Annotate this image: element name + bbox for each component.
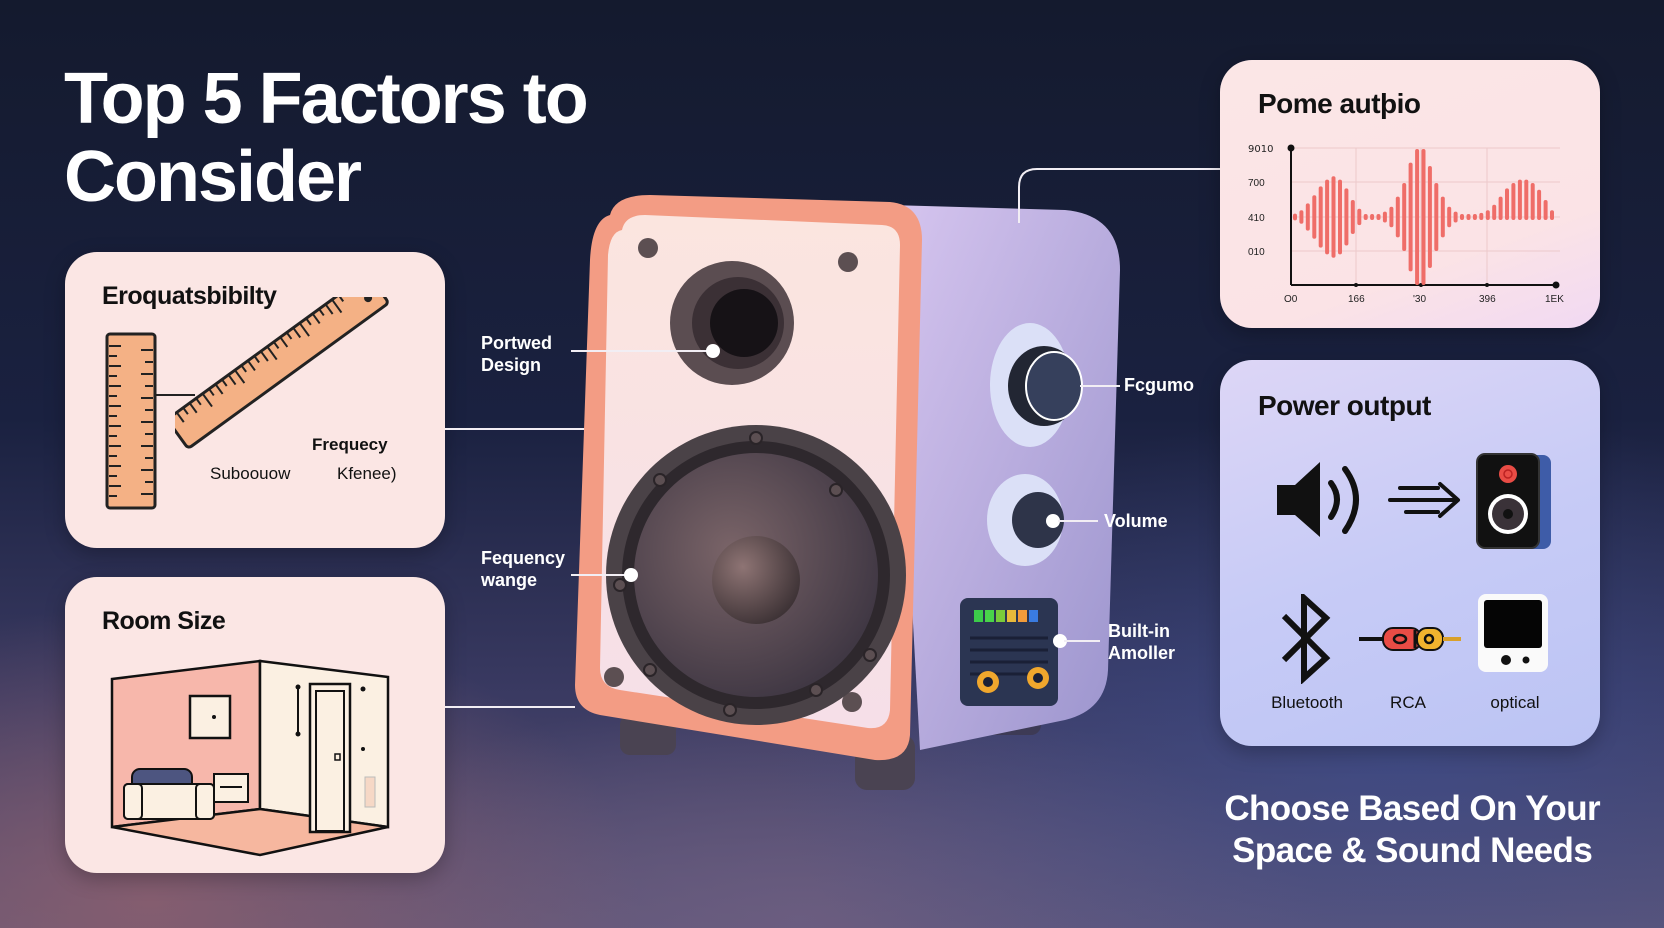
volume-callout: Volume xyxy=(1104,511,1168,531)
ported-design-line xyxy=(571,350,711,352)
knob-line xyxy=(1080,385,1120,387)
x-tick-3: 396 xyxy=(1479,294,1496,305)
y-tick-0: 9010 xyxy=(1248,144,1273,155)
rca-cable-icon xyxy=(1359,627,1461,651)
frequency-chart-panel: Pome autþio 9010 700 410 010 O0 166 '30 … xyxy=(1220,60,1600,328)
bluetooth-label: Bluetooth xyxy=(1271,693,1343,712)
knob-callout: Fcgumo xyxy=(1124,375,1194,395)
picture-frame-icon xyxy=(188,694,232,740)
amp-callout: Built-in Amoller xyxy=(1108,621,1176,663)
speaker-device-icon xyxy=(1476,453,1551,549)
compatibility-panel: Eroquatsbibilty xyxy=(65,252,445,548)
power-output-title: Power output xyxy=(1258,390,1431,421)
speaker-illustration xyxy=(575,195,1120,790)
compatibility-connector-line xyxy=(445,428,665,430)
waveform-chart: 9010 700 410 010 O0 166 '30 396 1EK xyxy=(1248,144,1564,305)
speaker-volume-icon xyxy=(1277,462,1359,537)
frequency-range-label: Kfenee) xyxy=(337,464,397,483)
y-tick-2: 410 xyxy=(1248,213,1265,224)
title-line-1: Top 5 Factors to xyxy=(64,59,589,139)
amp-line xyxy=(1064,640,1100,642)
title-line-2: Consider xyxy=(64,137,362,217)
door-icon xyxy=(295,682,376,834)
double-arrow-icon xyxy=(1388,482,1460,518)
tagline-line-1: Choose Based On Your xyxy=(1224,789,1600,828)
room-size-connector-line xyxy=(445,706,575,708)
frequency-range-line xyxy=(571,574,626,576)
x-tick-4: 1EK xyxy=(1545,294,1564,305)
vertical-ruler-icon xyxy=(105,332,157,510)
room-size-panel: Room Size xyxy=(65,577,445,873)
frequency-chart-title: Pome autþio xyxy=(1258,88,1421,119)
ruler-connector-line xyxy=(155,394,195,396)
room-illustration-icon xyxy=(110,659,390,857)
volume-dot xyxy=(1046,514,1060,528)
power-output-panel: Power output Bluetooth RCA o xyxy=(1220,360,1600,746)
tagline: Choose Based On Your Space & Sound Needs xyxy=(1224,788,1600,872)
sofa-icon xyxy=(123,768,249,820)
waveform-bars xyxy=(1293,149,1554,285)
x-tick-0: O0 xyxy=(1284,294,1298,305)
rca-label: RCA xyxy=(1390,693,1426,712)
frequency-range-callout: Fequency wange xyxy=(481,548,566,590)
x-tick-2: '30 xyxy=(1413,294,1426,305)
bluetooth-icon xyxy=(1281,594,1331,684)
y-tick-1: 700 xyxy=(1248,178,1265,189)
frequency-range-dot xyxy=(624,568,638,582)
x-tick-1: 166 xyxy=(1348,294,1365,305)
diagonal-ruler-icon xyxy=(175,297,389,449)
room-size-panel-title: Room Size xyxy=(102,607,226,635)
page-title: Top 5 Factors to Consider xyxy=(64,59,589,217)
tagline-line-2: Space & Sound Needs xyxy=(1232,831,1593,870)
compatibility-panel-title: Eroquatsbibilty xyxy=(102,282,277,310)
optical-port-icon xyxy=(1478,594,1548,672)
chart-connector-line xyxy=(1018,168,1221,223)
volume-line xyxy=(1058,520,1098,522)
frequency-label: Frequecy xyxy=(312,435,388,454)
y-tick-3: 010 xyxy=(1248,247,1265,258)
optical-label: optical xyxy=(1490,693,1540,712)
ported-design-dot xyxy=(706,344,720,358)
subwoofer-label: Suboouow xyxy=(210,464,291,483)
ported-design-callout: Portwed Design xyxy=(481,333,553,375)
amp-dot xyxy=(1053,634,1067,648)
